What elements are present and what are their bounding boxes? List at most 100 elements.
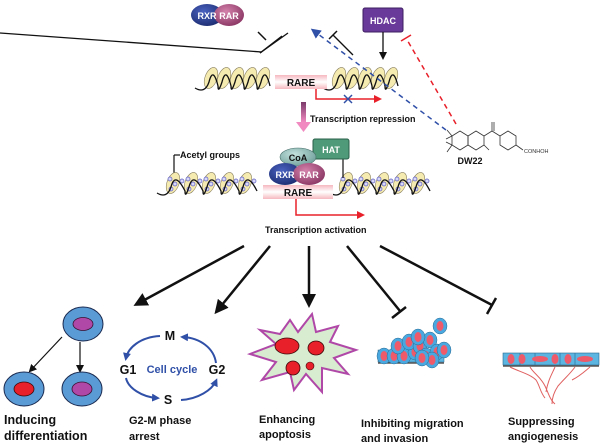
repressed-transcription-arrow — [315, 89, 382, 103]
acetyl-group-icon — [363, 181, 369, 187]
rxr-rar-complex-top: RXR RAR — [191, 4, 244, 26]
acetyl-group-icon — [412, 176, 418, 182]
rare-element-top: RARE — [275, 75, 327, 89]
phase-m: M — [165, 329, 175, 343]
acetyl-group-icon — [394, 176, 400, 182]
transition-arrow — [296, 102, 311, 132]
inhibit-right-bar — [328, 30, 338, 40]
svg-text:Inducing: Inducing — [4, 413, 56, 427]
dna-strand — [329, 179, 431, 196]
dna-strand — [156, 179, 258, 196]
hat-label: HAT — [322, 145, 340, 155]
svg-text:differentiation: differentiation — [4, 429, 87, 443]
coa-complex: CoA — [279, 147, 317, 167]
chromatin-mid-left — [156, 172, 258, 196]
svg-text:angiogenesis: angiogenesis — [508, 431, 578, 443]
inhibit-angiogenesis-line — [379, 244, 493, 307]
inhibit-right-line — [332, 34, 354, 56]
dw22-molecule — [445, 122, 524, 153]
dna-strand — [322, 74, 399, 91]
inhibit-migration-bar — [391, 306, 407, 319]
outcome-label-cell-cycle: G2-M phase arrest — [129, 415, 191, 443]
outcome-label-apoptosis: Enhancing apoptosis — [259, 414, 315, 441]
rare-label-top: RARE — [287, 78, 316, 89]
active-transcription-arrow — [295, 199, 365, 219]
acetyl-group-icon — [381, 181, 387, 187]
phase-g1: G1 — [120, 363, 137, 377]
hat-box: HAT — [312, 138, 350, 160]
inhibit-left-top — [0, 32, 289, 54]
rar-receptor-mid — [293, 163, 325, 185]
acetyl-group-icon — [226, 181, 232, 187]
acetyl-group-icon — [244, 181, 250, 187]
outcome-label-angiogenesis: Suppressing angiogenesis — [508, 416, 578, 443]
acetyl-group-icon — [172, 181, 178, 187]
hdac-label: HDAC — [370, 16, 396, 26]
svg-text:Inhibiting migration: Inhibiting migration — [361, 418, 464, 430]
angiogenesis-illustration — [502, 352, 600, 405]
svg-text:arrest: arrest — [129, 431, 160, 443]
block-x-icon — [343, 94, 353, 104]
acetyl-group-icon — [345, 181, 351, 187]
acetyl-group-icon — [239, 176, 245, 182]
svg-text:and invasion: and invasion — [361, 433, 429, 445]
transcription-activation-label: Transcription activation — [265, 225, 367, 235]
acetyl-group-icon — [215, 178, 221, 184]
rxr-label-mid: RXR — [275, 170, 295, 180]
apoptotic-cell — [246, 311, 360, 395]
dw22-blue-dashed-line — [310, 28, 447, 131]
inhibit-angiogenesis-bar — [485, 297, 498, 315]
acetyl-group-icon — [208, 181, 214, 187]
rare-element-mid: RARE — [263, 185, 333, 199]
acetyl-group-icon — [167, 176, 173, 182]
acetyl-group-icon — [233, 178, 239, 184]
acetyl-group-icon — [388, 178, 394, 184]
acetyl-group-icon — [221, 176, 227, 182]
rxr-label: RXR — [197, 11, 217, 21]
dw22-group-label: CONHOH — [524, 149, 548, 155]
migration-illustration — [376, 317, 452, 369]
acetyl-group-icon — [203, 176, 209, 182]
acetyl-groups-label: Acetyl groups — [180, 150, 240, 160]
acetyl-group-icon — [370, 178, 376, 184]
acetyl-group-icon — [424, 178, 430, 184]
outcome-label-migration: Inhibiting migration and invasion — [361, 418, 464, 445]
apoptosis-illustration — [246, 311, 360, 395]
phase-s: S — [164, 393, 172, 407]
acetyl-group-icon — [197, 178, 203, 184]
cell-cycle-center-label: Cell cycle — [147, 364, 198, 376]
inhibit-left-bar — [257, 31, 267, 41]
dw22-label: DW22 — [457, 156, 482, 166]
acetyl-group-icon — [358, 176, 364, 182]
inhibit-left-line — [259, 35, 283, 54]
svg-text:apoptosis: apoptosis — [259, 429, 311, 441]
outcome-label-differentiation: Inducing differentiation — [4, 413, 87, 443]
svg-text:G2-M phase: G2-M phase — [129, 415, 191, 427]
dw22-red-inhibit-bar — [400, 34, 412, 42]
rar-label: RAR — [219, 11, 239, 21]
chromatin-top-left — [194, 67, 271, 91]
acetyl-group-icon — [417, 181, 423, 187]
acetyl-group-icon — [352, 178, 358, 184]
differentiation-illustration — [3, 306, 104, 407]
rxr-receptor-mid — [269, 163, 301, 185]
hdac-box: HDAC — [362, 7, 404, 33]
chromatin-mid-right — [329, 172, 431, 196]
arrow-to-differentiation — [133, 244, 245, 306]
coa-label: CoA — [289, 153, 308, 163]
acetyl-group-icon — [399, 181, 405, 187]
acetyl-group-icon — [406, 178, 412, 184]
rare-label-mid: RARE — [284, 188, 313, 199]
acetyl-group-icon — [376, 176, 382, 182]
dw22-red-dashed-inhibit — [405, 37, 457, 125]
cell-cycle-illustration: M G1 G2 S Cell cycle — [120, 329, 226, 407]
rxr-rar-complex-mid: RXR RAR — [269, 163, 325, 185]
rxr-receptor — [191, 4, 223, 26]
acetyl-group-icon — [251, 178, 257, 184]
acetyl-group-icon — [190, 181, 196, 187]
rar-label-mid: RAR — [299, 170, 319, 180]
acetyl-group-icon — [179, 178, 185, 184]
dna-strand — [194, 74, 271, 91]
rar-receptor — [214, 4, 244, 26]
